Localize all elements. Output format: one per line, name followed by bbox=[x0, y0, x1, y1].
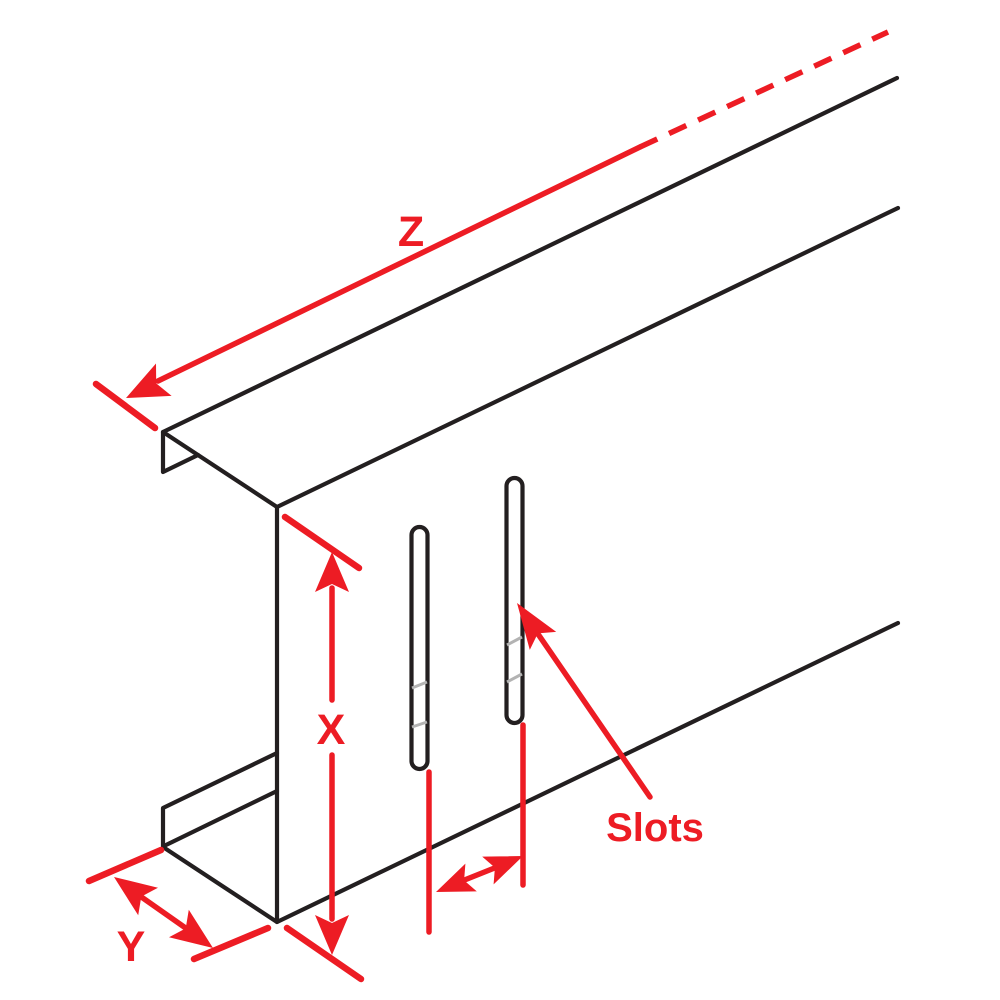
slots-label: Slots bbox=[606, 806, 704, 850]
bottom-flange-lip-base-edge bbox=[163, 788, 280, 848]
z-extension-tick bbox=[92, 380, 159, 432]
slot-right bbox=[504, 475, 525, 726]
z-dimension-line-dashed bbox=[638, 29, 890, 150]
y-extension-tick-outer bbox=[85, 846, 165, 885]
y-dimension-line bbox=[137, 893, 190, 932]
y-arrowhead-inner bbox=[169, 909, 213, 948]
dimension-y: Y bbox=[85, 846, 272, 971]
slots-leader-line bbox=[535, 631, 653, 800]
spacing-arrowhead-left bbox=[436, 863, 477, 892]
dimension-z: Z bbox=[92, 29, 890, 432]
z-dimension-line-solid bbox=[155, 144, 643, 384]
channel-outline bbox=[160, 75, 901, 925]
bottom-flange-end-and-lip-edges bbox=[160, 750, 280, 925]
top-flange-lip-edge bbox=[160, 429, 201, 475]
web-end-and-bottom-edges bbox=[274, 504, 901, 925]
z-arrowhead bbox=[126, 363, 172, 398]
slot-right-burr-mark-1 bbox=[506, 635, 523, 647]
x-extension-tick-bottom bbox=[283, 924, 365, 983]
dimension-x: X bbox=[281, 513, 365, 983]
slot-spacing-dimension bbox=[426, 722, 526, 935]
x-extension-tick-top bbox=[281, 513, 363, 572]
y-arrowhead-outer bbox=[114, 877, 158, 916]
slot-left bbox=[409, 524, 430, 772]
x-arrowhead-up bbox=[315, 552, 349, 592]
z-label: Z bbox=[398, 208, 424, 256]
y-extension-tick-inner bbox=[190, 924, 272, 963]
slot-right-burr-mark-2 bbox=[506, 672, 523, 684]
x-label: X bbox=[317, 706, 346, 754]
spacing-dimension-line bbox=[459, 864, 500, 884]
spacing-arrowhead-right bbox=[482, 856, 523, 885]
top-flange-and-web-top-edges bbox=[160, 75, 901, 510]
x-arrowhead-down bbox=[315, 915, 349, 955]
slots-group bbox=[409, 475, 525, 772]
slot-left-burr-mark-2 bbox=[411, 720, 428, 729]
slots-callout: Slots bbox=[517, 603, 704, 850]
y-label: Y bbox=[117, 923, 146, 971]
slots-leader-arrowhead bbox=[517, 603, 557, 650]
slot-left-burr-mark-1 bbox=[411, 680, 428, 690]
